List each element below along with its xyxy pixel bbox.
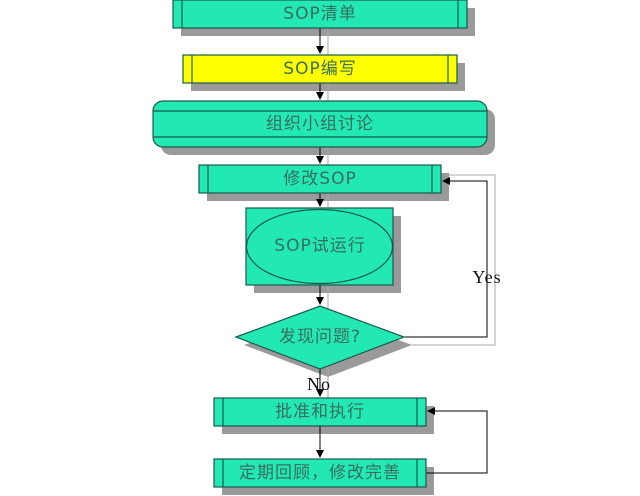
step-label: 组织小组讨论: [266, 114, 374, 134]
step-label: SOP试运行: [274, 236, 365, 256]
step-label: SOP清单: [283, 4, 356, 24]
step-periodic-review: [213, 458, 427, 488]
step-label: 批准和执行: [275, 402, 365, 422]
step-sop-writing: [182, 54, 458, 84]
step-group-discussion: [152, 100, 488, 148]
no-branch-label: No: [307, 374, 331, 394]
step-revise-sop: [198, 164, 442, 194]
step-sop-trial: [245, 207, 394, 286]
step-sop-list: [172, 0, 468, 29]
step-approve-execute: [213, 397, 427, 427]
yes-branch-label: Yes: [472, 267, 501, 287]
decision-problem-found: [234, 305, 406, 370]
decision-label: 发现问题?: [279, 327, 361, 347]
step-label: 修改SOP: [283, 169, 356, 189]
step-label: SOP编写: [283, 59, 356, 79]
step-label: 定期回顾，修改完善: [239, 463, 401, 483]
